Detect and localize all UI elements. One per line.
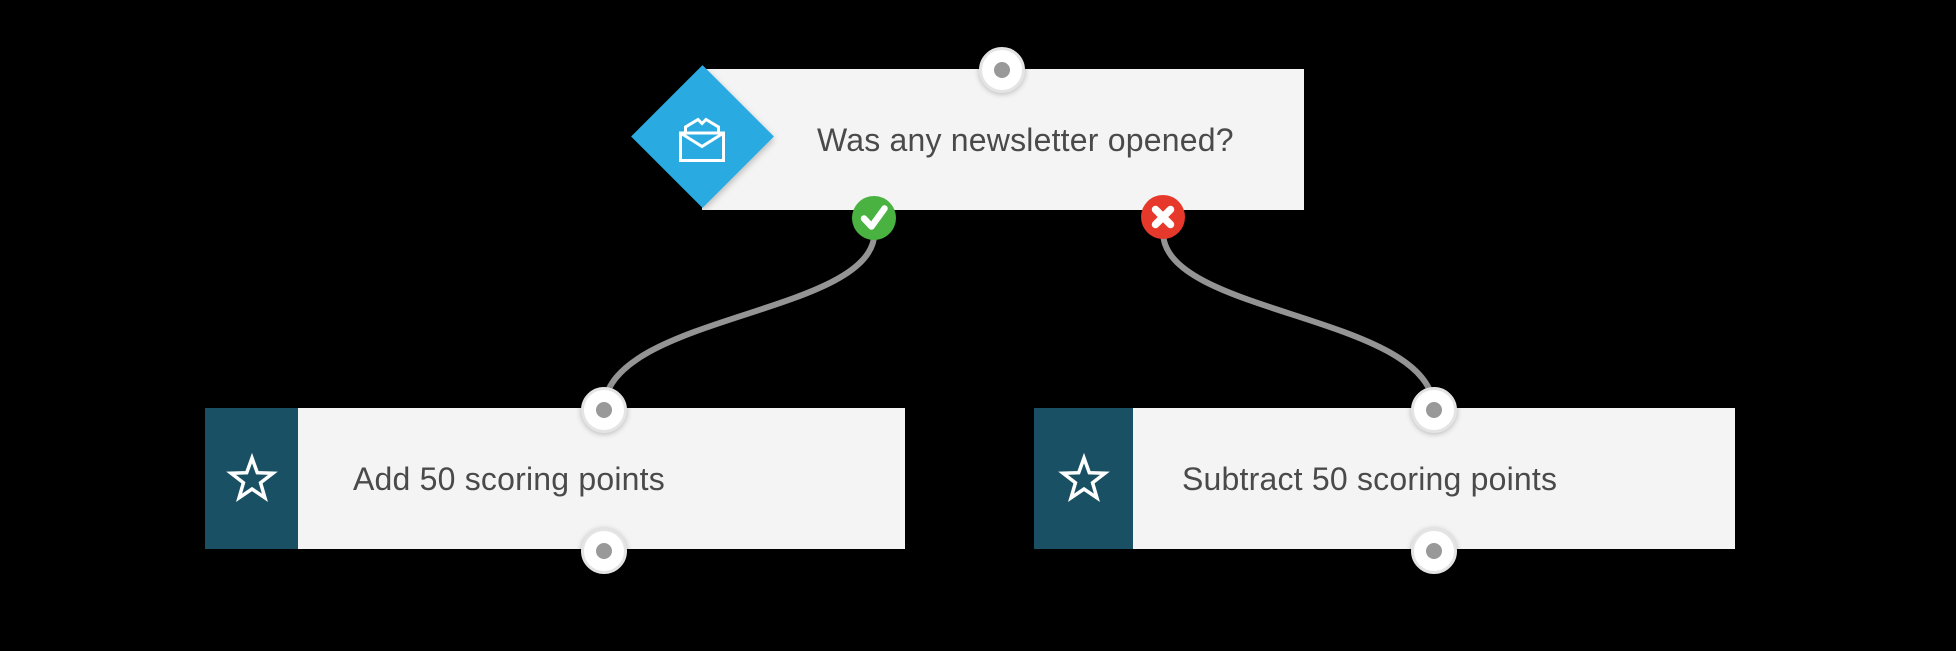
subtract-node-top-port[interactable] — [1411, 387, 1457, 433]
node-subtract-points-card[interactable]: Subtract 50 scoring points — [1034, 387, 1735, 574]
envelope-open-icon — [679, 117, 725, 162]
edge-no-connection[interactable] — [1160, 229, 1437, 413]
question-label: Was any newsletter opened? — [817, 121, 1234, 158]
add-points-label: Add 50 scoring points — [353, 460, 665, 497]
add-node-bottom-port[interactable] — [581, 528, 627, 574]
subtract-points-label: Subtract 50 scoring points — [1182, 460, 1558, 497]
node-question-card[interactable]: Was any newsletter opened? — [631, 47, 1304, 240]
check-icon — [852, 196, 896, 240]
node-add-points-card[interactable]: Add 50 scoring points — [205, 387, 905, 574]
yes-branch-marker[interactable] — [852, 196, 896, 240]
port-dot — [1426, 402, 1442, 418]
port-dot — [1426, 543, 1442, 559]
add-points-icon-block — [205, 408, 298, 549]
edge-yes-connection[interactable] — [601, 229, 878, 413]
add-node-top-port[interactable] — [581, 387, 627, 433]
subtract-points-icon-block — [1034, 408, 1133, 549]
port-dot — [596, 402, 612, 418]
star-icon — [225, 452, 278, 502]
port-dot — [596, 543, 612, 559]
question-top-port[interactable] — [979, 47, 1025, 93]
cross-icon — [1141, 195, 1185, 239]
no-branch-marker[interactable] — [1141, 195, 1185, 239]
subtract-node-bottom-port[interactable] — [1411, 528, 1457, 574]
star-icon — [1057, 452, 1110, 502]
port-dot — [994, 62, 1010, 78]
